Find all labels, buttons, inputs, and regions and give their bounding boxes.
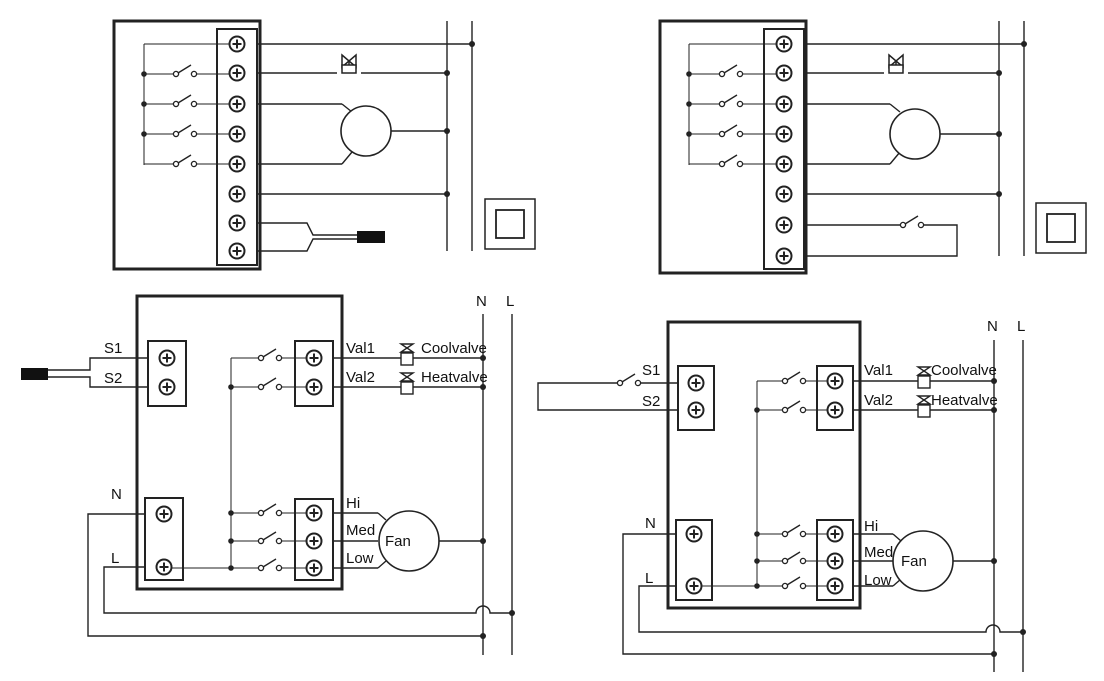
label-power-n: N xyxy=(111,486,122,503)
remote-switch-icon xyxy=(899,215,925,229)
diagram-top-right xyxy=(658,19,1087,275)
diagram-bottom-right: S1 S2 Val1 Val2 Coolvalve Heatvalve N L … xyxy=(537,318,1026,672)
label-low: Low xyxy=(864,572,892,589)
relay-switches xyxy=(141,43,229,168)
label-mains-n: N xyxy=(987,318,998,335)
label-power-l: L xyxy=(645,570,653,587)
label-heatvalve: Heatvalve xyxy=(931,392,998,409)
label-s1: S1 xyxy=(642,362,660,379)
fan-motor-icon xyxy=(340,105,392,157)
label-mains-n: N xyxy=(476,293,487,310)
label-val1: Val1 xyxy=(864,362,893,379)
coolvalve-icon xyxy=(917,366,931,389)
sensor-probe-icon xyxy=(357,231,385,243)
label-fan: Fan xyxy=(901,553,927,570)
label-power-n: N xyxy=(645,515,656,532)
label-hi: Hi xyxy=(346,495,360,512)
diagram-bottom-left: S1 S2 Val1 Val2 Coolvalve Heatvalve N L … xyxy=(21,293,515,655)
valve-icon xyxy=(888,54,904,74)
label-med: Med xyxy=(346,522,375,539)
relay-switches xyxy=(172,348,306,572)
external-wiring xyxy=(804,21,1027,257)
relay-switches xyxy=(702,371,828,590)
label-coolvalve: Coolvalve xyxy=(931,362,997,379)
label-power-l: L xyxy=(111,550,119,567)
label-val2: Val2 xyxy=(864,392,893,409)
label-low: Low xyxy=(346,550,374,567)
label-med: Med xyxy=(864,544,893,561)
coolvalve-icon xyxy=(400,343,414,366)
valve-icon xyxy=(341,54,357,74)
external-wiring xyxy=(257,21,475,252)
heatvalve-icon xyxy=(917,395,931,418)
label-heatvalve: Heatvalve xyxy=(421,369,488,386)
label-s2: S2 xyxy=(104,370,122,387)
label-mains-l: L xyxy=(1017,318,1025,335)
fan-motor-icon xyxy=(889,108,941,160)
external-wiring xyxy=(21,314,515,655)
label-coolvalve: Coolvalve xyxy=(421,340,487,357)
label-s2: S2 xyxy=(642,393,660,410)
remote-switch-icon xyxy=(616,373,642,387)
label-mains-l: L xyxy=(506,293,514,310)
thermostat-icon xyxy=(484,198,536,250)
label-hi: Hi xyxy=(864,518,878,535)
label-val2: Val2 xyxy=(346,369,375,386)
label-fan: Fan xyxy=(385,533,411,550)
label-s1: S1 xyxy=(104,340,122,357)
relay-switches xyxy=(686,43,776,168)
sensor-probe-icon xyxy=(21,368,48,380)
label-val1: Val1 xyxy=(346,340,375,357)
heatvalve-icon xyxy=(400,372,414,395)
diagram-top-left xyxy=(112,19,536,271)
external-wiring xyxy=(537,340,1026,672)
thermostat-icon xyxy=(1035,202,1087,254)
